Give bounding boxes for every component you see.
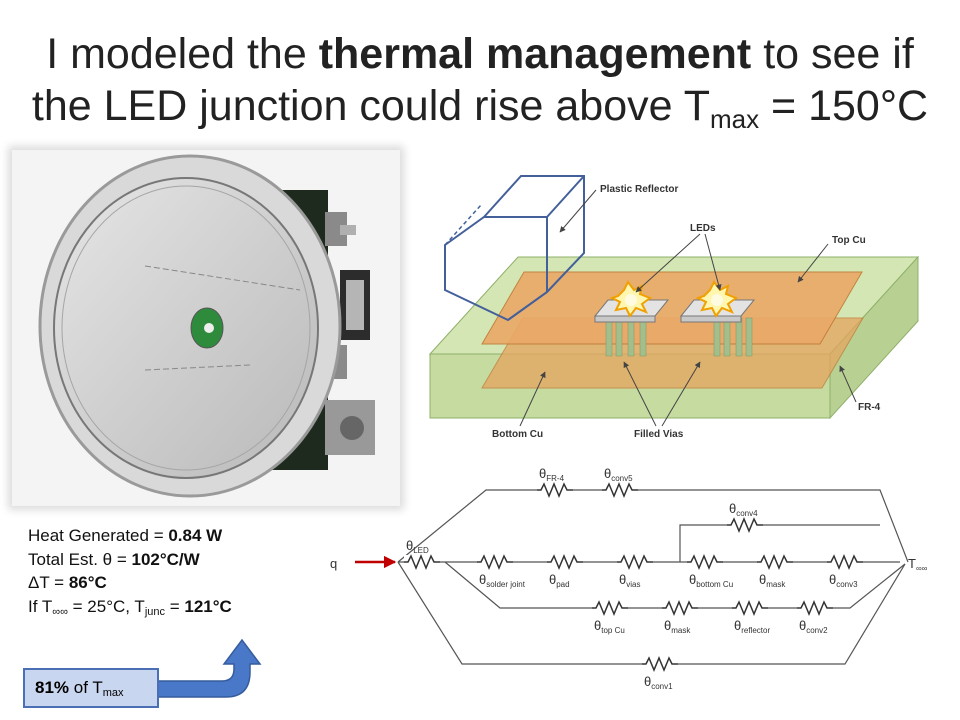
thermal-circuit: q T∞∞ θFR-4 θconv5 θconv4 θLED θsolder joint… [330, 466, 928, 691]
resistor-1 [602, 482, 638, 498]
resistor-2 [727, 517, 763, 533]
resistor-7 [687, 554, 723, 570]
resistor-label-14: θconv1 [644, 674, 673, 691]
resistor-symbols [404, 482, 863, 672]
label-filled-vias: Filled Vias [634, 429, 684, 440]
device-rendering [38, 154, 375, 498]
heat-input-label: q [330, 556, 337, 571]
resistor-10 [592, 600, 628, 616]
junction-temp-row: If T∞∞ = 25°C, Tjunc = 121°C [28, 596, 232, 618]
resistor-4 [477, 554, 513, 570]
resistor-label-6: θvias [619, 572, 640, 589]
ambient-node-label: T∞∞ [908, 556, 928, 573]
resistor-label-11: θmask [664, 618, 691, 635]
slide-title: I modeled the thermal management to see … [31, 30, 929, 134]
resistor-12 [732, 600, 768, 616]
resistor-label-9: θconv3 [829, 572, 858, 589]
top-cu-layer [481, 271, 863, 345]
resistor-14 [642, 656, 678, 672]
resistor-label-3: θLED [406, 538, 429, 555]
resistor-label-12: θreflector [734, 618, 770, 635]
connector-1 [325, 212, 347, 246]
lens-disk [53, 177, 319, 479]
resistor-3 [404, 554, 440, 570]
resistor-6 [617, 554, 653, 570]
resistor-label-13: θconv2 [799, 618, 828, 635]
delta-t-row: ΔT = 86°C [28, 573, 107, 592]
label-leds: LEDs [690, 223, 716, 234]
resistor-label-10: θtop Cu [594, 618, 625, 635]
resistor-0 [537, 482, 573, 498]
resistor-label-7: θbottom Cu [689, 572, 733, 589]
led-package-1 [593, 280, 670, 323]
resistor-label-0: θFR-4 [539, 466, 565, 483]
resistor-5 [547, 554, 583, 570]
circuit-wires [355, 489, 909, 665]
heat-generated-row: Heat Generated = 0.84 W [28, 526, 223, 545]
resistor-13 [797, 600, 833, 616]
led-package-2 [679, 280, 756, 323]
label-top-cu: Top Cu [832, 235, 866, 246]
resistor-label-2: θconv4 [729, 501, 758, 518]
resistor-9 [827, 554, 863, 570]
total-theta-row: Total Est. θ = 102°C/W [28, 549, 200, 569]
thermal-stats: Heat Generated = 0.84 W Total Est. θ = 1… [28, 524, 232, 618]
pcb-3d-diagram: Plastic Reflector LEDs Top Cu FR-4 Botto… [428, 175, 920, 440]
resistor-8 [757, 554, 793, 570]
label-fr4: FR-4 [858, 402, 881, 413]
resistor-label-4: θsolder joint [479, 572, 526, 589]
resistor-labels: θFR-4 θconv5 θconv4 θLED θsolder joint θpad θv… [406, 466, 858, 691]
fr4-side-face [829, 255, 919, 420]
resistor-label-8: θmask [759, 572, 786, 589]
plastic-reflector [444, 175, 585, 322]
label-bottom-cu: Bottom Cu [492, 429, 543, 440]
resistor-11 [662, 600, 698, 616]
percent-of-tmax-badge: 81% of Tmax [23, 668, 159, 708]
label-plastic-reflector: Plastic Reflector [600, 184, 678, 195]
resistor-label-5: θpad [549, 572, 570, 589]
resistor-label-1: θconv5 [604, 466, 633, 483]
